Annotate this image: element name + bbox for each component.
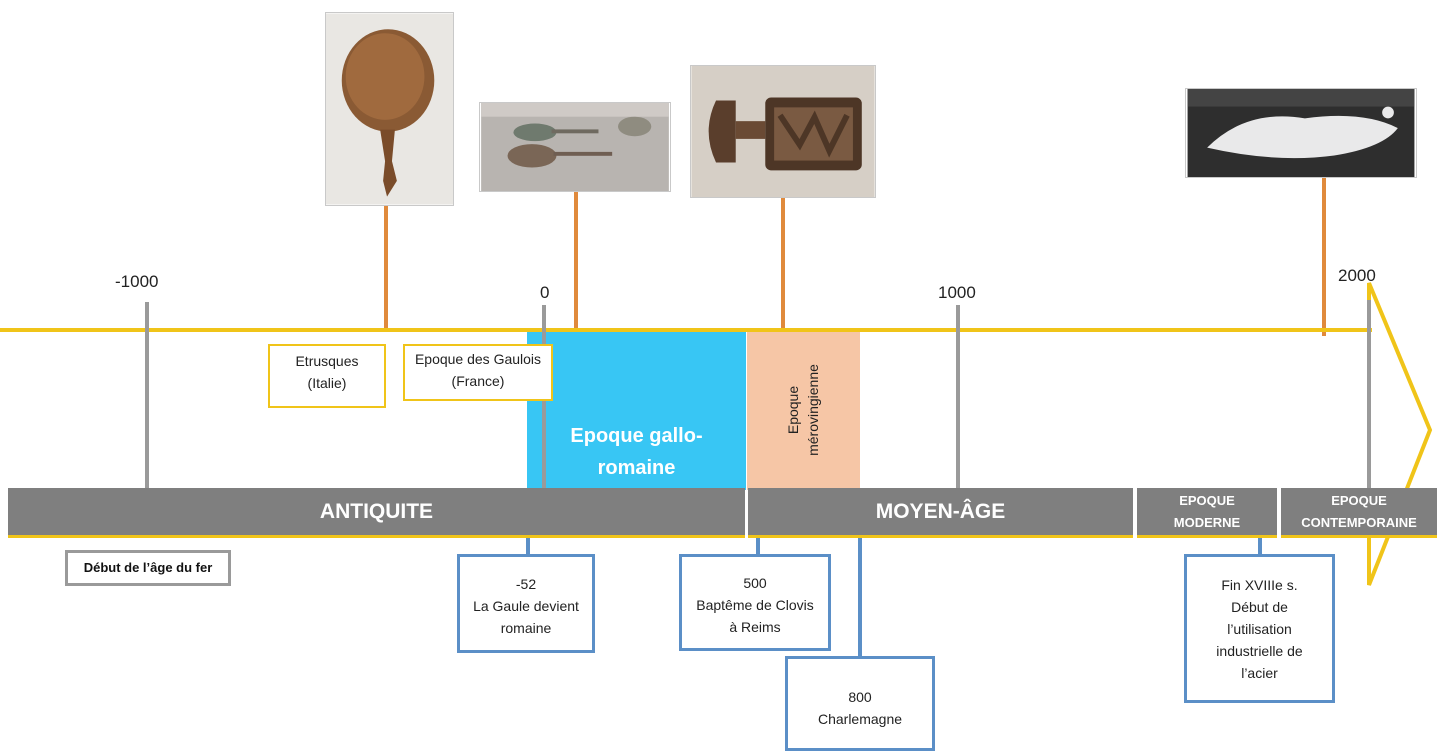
note-gaulois-line1: Epoque des Gaulois [414, 351, 542, 367]
photo-gallic-spoons [479, 102, 671, 192]
tick-1000 [956, 305, 960, 490]
period-moderne-line2: MODERNE [1173, 514, 1241, 530]
note-etrusques-line1: Etrusques [295, 353, 359, 369]
era-gallo-romaine: Epoque gallo- romaine [527, 330, 746, 490]
year-label-minus1000: -1000 [115, 272, 159, 291]
note-acier-line1: Fin XVIIIe s. [1221, 577, 1298, 593]
connector-clovis [756, 538, 760, 556]
period-moderne-line1: EPOQUE [1179, 492, 1235, 508]
period-moyen-age: MOYEN-ÂGE [748, 488, 1133, 538]
note-gaulois: Epoque des Gaulois (France) [403, 344, 553, 401]
period-contemporaine-line1: EPOQUE [1331, 492, 1387, 508]
note-acier-line2: Début de [1231, 599, 1288, 615]
note-clovis-line2: à Reims [729, 619, 781, 635]
era-gallo-romaine-line1: Epoque gallo- [570, 425, 703, 447]
connector-acier [1258, 538, 1262, 556]
timeline-arrowhead [1367, 282, 1433, 586]
note-clovis-year: 500 [743, 575, 767, 591]
note-charlemagne-year: 800 [848, 689, 872, 705]
note-gaule-romaine: -52 La Gaule devient romaine [457, 554, 595, 653]
period-contemporaine-line2: CONTEMPORAINE [1301, 514, 1417, 530]
connector-gaule [526, 538, 530, 556]
note-charlemagne: 800 Charlemagne [785, 656, 935, 751]
note-clovis-line1: Baptême de Clovis [696, 597, 814, 613]
connector-charlemagne [858, 538, 862, 658]
timeline-axis [0, 328, 1372, 332]
note-acier-line4: industrielle de [1216, 643, 1303, 659]
period-antiquite: ANTIQUITE [8, 488, 745, 538]
connector-etrusques [384, 206, 388, 330]
note-etrusques: Etrusques (Italie) [268, 344, 386, 408]
note-gaulois-line2: (France) [451, 373, 505, 389]
year-label-1000: 1000 [938, 283, 976, 302]
note-acier: Fin XVIIIe s. Début de l’utilisation ind… [1184, 554, 1335, 703]
period-contemporaine: EPOQUE CONTEMPORAINE [1281, 488, 1437, 538]
note-acier-line5: l’acier [1241, 665, 1278, 681]
period-antiquite-label: ANTIQUITE [319, 499, 434, 523]
era-merovingienne: Epoque mérovingienne [747, 330, 860, 490]
connector-merovingien [781, 198, 785, 330]
note-gaule-line1: La Gaule devient [473, 598, 579, 614]
period-moderne: EPOQUE MODERNE [1137, 488, 1277, 538]
note-charlemagne-line1: Charlemagne [817, 711, 903, 727]
photo-etruscan-mirror [325, 12, 454, 206]
note-clovis: 500 Baptême de Clovis à Reims [679, 554, 831, 651]
connector-gaulois [574, 192, 578, 330]
photo-modern-steel-object [1185, 88, 1417, 178]
era-merovingienne-line1: Epoque [785, 385, 801, 435]
note-gaule-year: -52 [515, 576, 537, 592]
year-label-2000: 2000 [1338, 266, 1376, 285]
note-age-du-fer-label: Début de l’âge du fer [83, 560, 213, 575]
year-label-zero: 0 [540, 283, 550, 302]
note-etrusques-line2: (Italie) [307, 375, 347, 391]
note-age-du-fer: Début de l’âge du fer [65, 550, 231, 586]
photo-merovingian-buckle [690, 65, 876, 198]
connector-moderne [1322, 178, 1326, 336]
period-moyen-age-label: MOYEN-ÂGE [875, 499, 1006, 523]
era-gallo-romaine-line2: romaine [597, 457, 676, 479]
era-merovingienne-line2: mérovingienne [805, 364, 821, 456]
note-gaule-line2: romaine [500, 620, 552, 636]
tick-minus1000 [145, 302, 149, 490]
note-acier-line3: l’utilisation [1227, 621, 1292, 637]
tick-2000 [1367, 300, 1371, 490]
